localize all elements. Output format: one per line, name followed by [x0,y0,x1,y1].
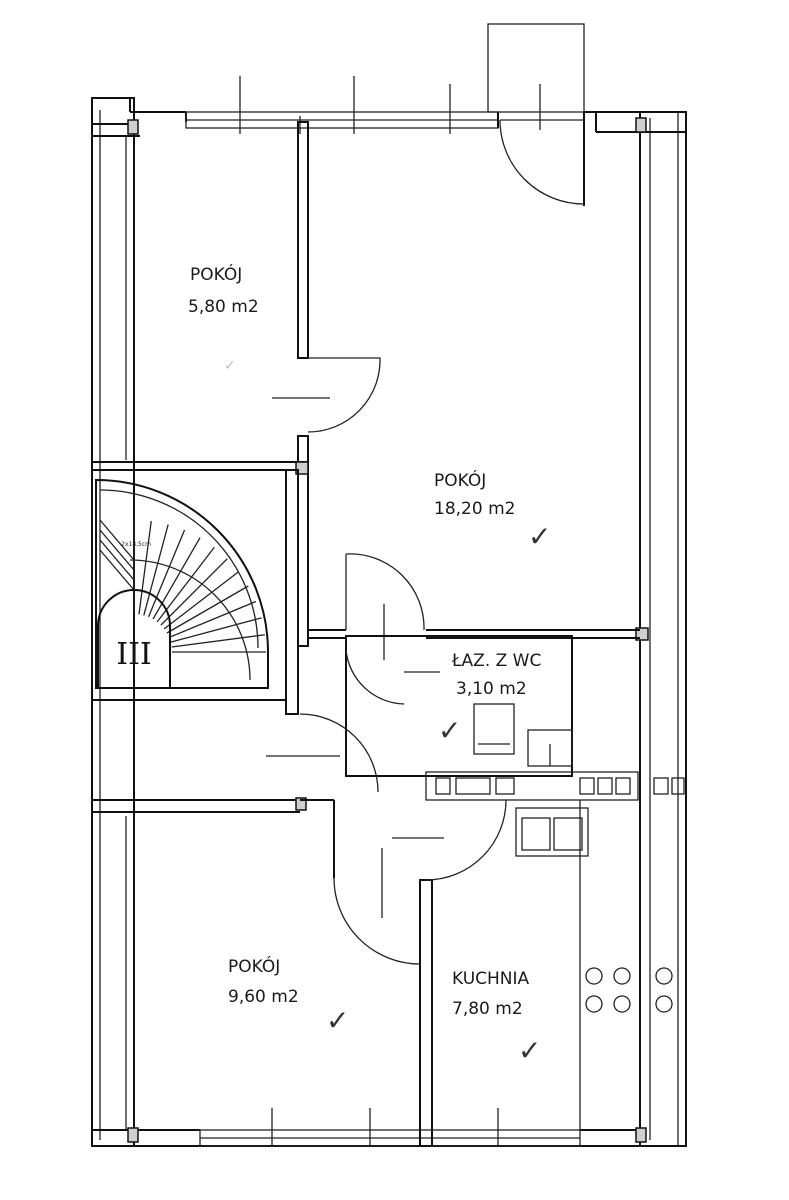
stair-tread [170,617,262,643]
room-labels: POKÓJ 5,80 m2 POKÓJ 18,20 m2 ŁAZ. Z WC 3… [188,263,541,1019]
interior-walls [92,121,685,1147]
room-name-small: POKÓJ [190,263,242,285]
stair-tread [147,529,186,618]
stair-tread [99,549,135,591]
check-mark-kitchen: ✓ [518,1034,541,1067]
stair-core [97,589,171,689]
stair-tread [99,519,135,561]
room-name-bathroom: ŁAZ. Z WC [451,651,541,671]
stair-tread [160,558,228,626]
bathroom-door-swing [345,649,405,705]
check-marks: ✓ ✓ ✓ ✓ ✓ [224,358,551,1067]
check-mark-living: ✓ [528,520,551,553]
big-room-door-swing [345,553,425,631]
outer-walls [91,23,687,1147]
small-room-door-swing [307,357,381,433]
check-mark-bedroom: ✓ [326,1004,349,1037]
stair-tread [143,524,169,616]
kitchen-counter [425,771,639,801]
room-name-living: POKÓJ [434,469,486,491]
check-mark-small-room: ✓ [224,358,236,374]
stair-number-label: III [116,637,152,672]
partition-kitchen [419,879,433,1147]
stair-tread [163,571,240,630]
stair-right-wall [285,469,299,715]
stair-tread [99,539,135,581]
bottom-room-door-swing [333,877,421,965]
room-name-bedroom: POKÓJ [228,955,280,977]
kitchen-door-swing [425,799,507,881]
stair-tread [152,537,201,620]
check-mark-bathroom: ✓ [438,714,461,747]
room-name-kitchen: KUCHNIA [452,969,530,989]
stair-tread [166,585,249,634]
stair-tread [138,521,152,615]
stair-tread [171,634,265,648]
room-area-bedroom: 9,60 m2 [228,987,299,1007]
bathtub [473,703,515,755]
bathroom-walls [345,635,573,777]
stair-tread [168,600,257,639]
partition-small-room [297,121,309,359]
room-area-small: 5,80 m2 [188,297,259,317]
stove [585,967,673,1013]
balcony-door-frame [487,23,585,113]
stair-tread [99,529,135,571]
room-area-kitchen: 7,80 m2 [452,999,523,1019]
fridge [515,807,589,857]
stair-note: 2x18,5cm [121,541,151,548]
room-area-living: 18,20 m2 [434,499,515,519]
staircase: III 2x18,5cm [95,478,269,689]
balcony-door-swing [499,119,585,205]
room-area-bathroom: 3,10 m2 [456,679,527,699]
hall-door-swing [299,713,379,793]
